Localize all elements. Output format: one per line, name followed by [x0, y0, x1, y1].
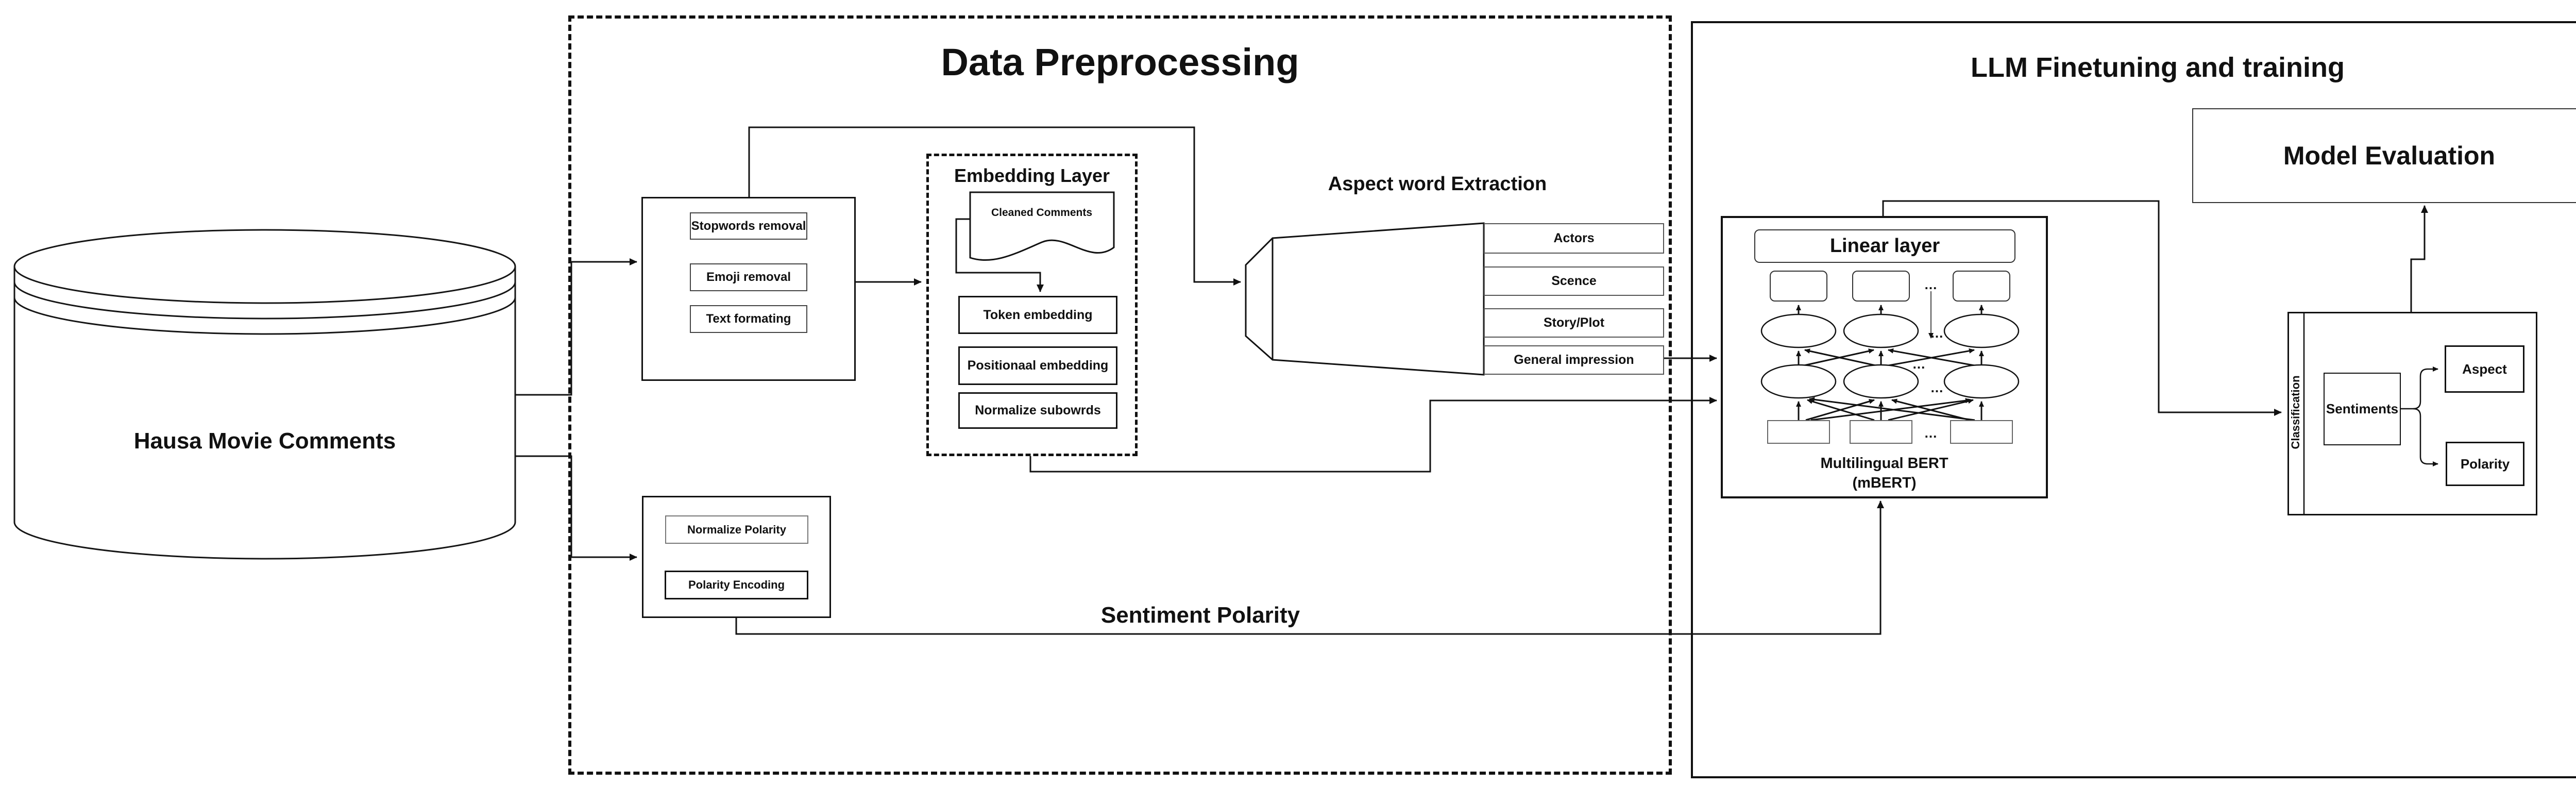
text-cleaning-box [641, 197, 856, 381]
ellipsis-mark: ... [1912, 356, 1926, 372]
mbert-input-rect-1 [1767, 420, 1830, 444]
aspect-scence: Scence [1484, 266, 1664, 296]
aspect-funnel-icon [1245, 222, 1485, 376]
classification-box [2287, 312, 2537, 515]
step-token-embedding: Token embedding [958, 296, 1117, 334]
connector-classification-to-evaluation [2410, 205, 2428, 312]
document-shape-icon [969, 191, 1115, 261]
aspect-result-box: Aspect [2445, 345, 2524, 393]
aspect-actors: Actors [1484, 223, 1664, 254]
database-cylinder-icon [13, 229, 516, 560]
cleaned-comments-label: Cleaned Comments [991, 207, 1093, 219]
connector-db-to-cleaning [515, 258, 637, 396]
aspect-general-impression: General impression [1484, 345, 1664, 375]
connector-mbert-to-classification [1882, 200, 2282, 416]
step-normalize-polarity: Normalize Polarity [665, 515, 808, 544]
step-stopwords-removal: Stopwords removal [690, 212, 807, 240]
mbert-name-line2: (mBERT) [1852, 474, 1917, 491]
sentiments-box: Sentiments [2324, 373, 2401, 445]
ellipsis-mark: ... [1924, 276, 1938, 292]
connector-cleaning-to-funnel [748, 126, 1241, 286]
model-evaluation-box: Model Evaluation [2192, 108, 2576, 203]
mbert-input-rect-2 [1850, 420, 1912, 444]
mbert-box [1721, 216, 2048, 498]
mbert-output-rect-2 [1852, 271, 1910, 302]
step-text-formating: Text formating [690, 305, 807, 333]
step-normalize-subwords: Normalize subowrds [958, 392, 1117, 429]
mbert-input-rect-3 [1950, 420, 2013, 444]
llm-title: LLM Finetuning and training [1971, 52, 2345, 83]
linear-layer-box: Linear layer [1754, 229, 2015, 263]
connector-sentiments-split [2401, 366, 2438, 466]
step-emoji-removal: Emoji removal [690, 263, 807, 291]
ellipsis-mark: ... [1924, 425, 1938, 441]
polarity-result-box: Polarity [2446, 442, 2524, 486]
mbert-name-line1: Multilingual BERT [1820, 455, 1948, 472]
ellipsis-mark: ... [1930, 325, 1944, 341]
aspect-extraction-title: Aspect word Extraction [1328, 173, 1547, 195]
mbert-output-rect-3 [1953, 271, 2010, 302]
database-label: Hausa Movie Comments [133, 428, 396, 454]
embedding-layer-box [926, 154, 1138, 456]
ellipsis-mark: ... [1930, 379, 1944, 395]
sentiment-polarity-label: Sentiment Polarity [1100, 603, 1300, 628]
embedding-layer-title: Embedding Layer [954, 165, 1110, 186]
mbert-output-rect-1 [1770, 271, 1827, 302]
aspect-story-plot: Story/Plot [1484, 308, 1664, 338]
preprocessing-title: Data Preprocessing [941, 40, 1299, 83]
connector-doc-to-token [955, 218, 1044, 292]
step-polarity-encoding: Polarity Encoding [665, 571, 808, 599]
classification-strip-label: Classification [2289, 375, 2302, 449]
polarity-processing-box [642, 496, 831, 618]
connector-db-to-polarity [515, 455, 637, 561]
step-positional-embedding: Positionaal embedding [958, 346, 1117, 385]
mbert-network [1760, 291, 2020, 421]
connector-embedding-to-mbert [1029, 397, 1717, 473]
connector-sentiment-polarity [735, 500, 1884, 635]
